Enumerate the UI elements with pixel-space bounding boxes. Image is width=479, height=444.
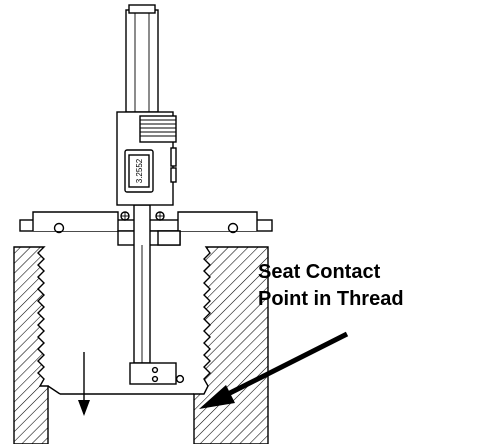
callout-label: Seat Contact Point in Thread [258,259,404,313]
bridge-hole-left [53,222,65,234]
gauge-slider: 3.2552 [116,111,177,221]
callout-arrow-icon [199,331,349,409]
down-arrow-icon [78,352,90,416]
gauge-readout-text: 3.2552 [135,158,144,183]
callout-line-2: Point in Thread [258,288,404,310]
callout-line-1: Seat Contact [258,261,381,283]
probe-foot [129,362,185,385]
gauge-beam [125,4,159,364]
bore-bottom [47,385,194,395]
left-threaded-wall [13,246,49,444]
right-threaded-wall [193,246,269,444]
bridge-hole-right [227,222,239,234]
